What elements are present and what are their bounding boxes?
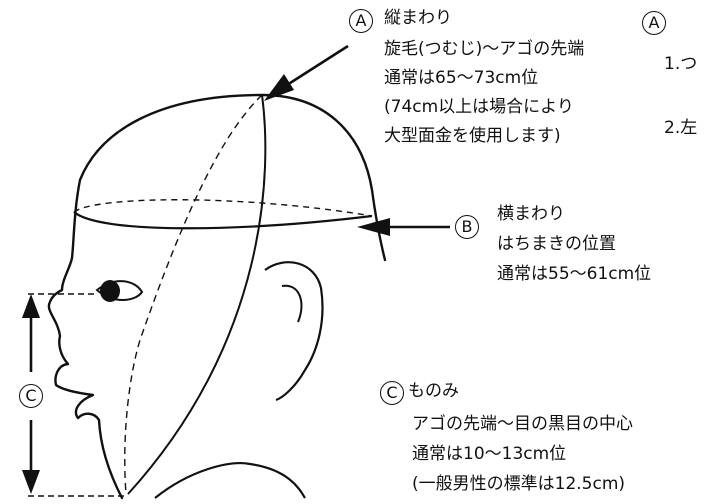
vertical-circumference-note: 縦まわり 旋毛(つむじ)〜アゴの先端 通常は65〜73cm位 (74cm以上は場… xyxy=(384,6,584,148)
vertical-line: 通常は65〜73cm位 xyxy=(384,68,539,88)
vertical-line: 旋毛(つむじ)〜アゴの先端 xyxy=(384,39,585,59)
monomi-title-wrap: ものみ xyxy=(408,379,459,403)
horizontal-ring-back xyxy=(73,199,373,217)
monomi-line: 通常は10〜13cm位 xyxy=(412,444,567,464)
vertical-ring-solid xyxy=(127,94,267,495)
monomi-line: (一般男性の標準は12.5cm) xyxy=(412,474,626,494)
monomi-line: アゴの先端〜目の黒目の中心 xyxy=(412,414,633,434)
ear-outline xyxy=(264,261,324,402)
horizontal-circumference-note: 横まわり はちまきの位置 通常は55〜61cm位 xyxy=(497,202,651,286)
marker-b: B xyxy=(455,215,479,239)
vertical-line: (74cm以上は場合により xyxy=(384,97,574,117)
marker-a-cut: A xyxy=(642,11,666,35)
marker-a: A xyxy=(349,9,373,33)
cut-list-item: 1.つ xyxy=(664,54,698,74)
neck-outline xyxy=(154,462,306,499)
dim-c-arrow-down xyxy=(22,470,40,494)
vertical-ring-dashed xyxy=(124,94,263,495)
arrow-b-head xyxy=(357,218,390,236)
monomi-title: ものみ xyxy=(408,381,459,401)
vertical-title: 縦まわり xyxy=(384,8,452,28)
monomi-note: アゴの先端〜目の黒目の中心 通常は10〜13cm位 (一般男性の標準は12.5c… xyxy=(412,412,633,496)
cut-list-item: 2.左 xyxy=(664,118,698,138)
head-outline xyxy=(47,93,387,500)
arrow-a-head xyxy=(264,74,294,101)
marker-c: C xyxy=(380,381,404,405)
ear-inner xyxy=(281,284,303,323)
horizontal-line: はちまきの位置 xyxy=(497,234,616,254)
dim-c-arrow-up xyxy=(22,294,40,318)
horizontal-ring-front xyxy=(73,211,373,230)
vertical-line: 大型面金を使用します) xyxy=(384,126,561,146)
eye-pupil xyxy=(100,280,120,302)
horizontal-title: 横まわり xyxy=(497,204,565,224)
horizontal-line: 通常は55〜61cm位 xyxy=(497,264,652,284)
marker-c-dimension: C xyxy=(19,384,43,408)
